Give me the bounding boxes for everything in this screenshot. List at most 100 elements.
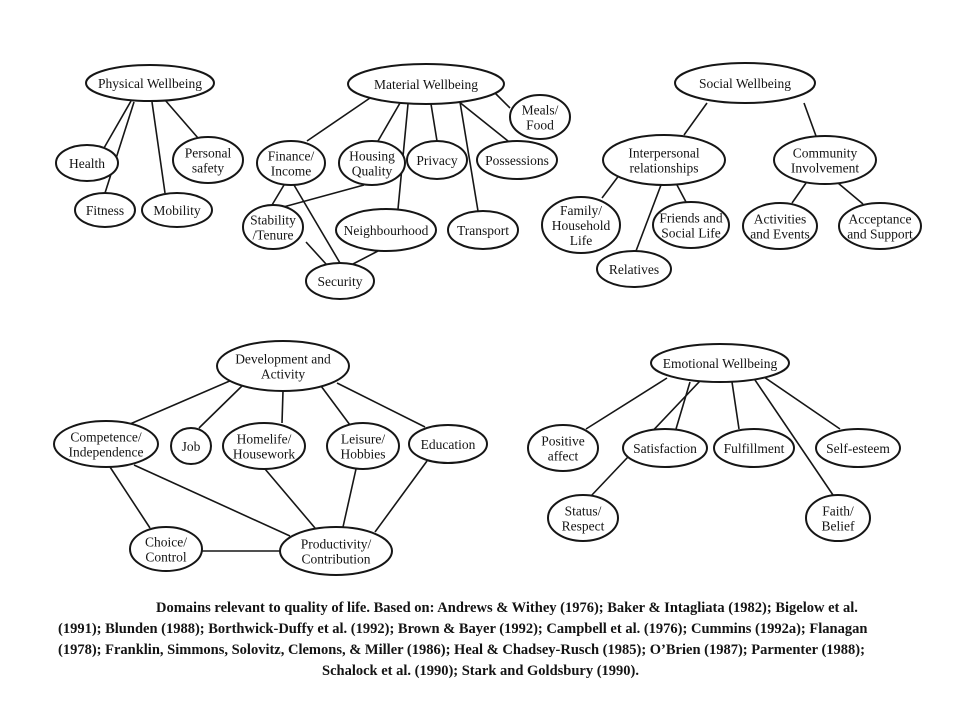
figure-caption: Domains relevant to quality of life. Bas… [58,598,948,682]
node-label: Hobbies [341,447,386,462]
node-material-possessions: Possessions [476,140,558,180]
node-social-title: Social Wellbeing [674,62,816,104]
node-ellipse [509,94,571,140]
node-label: Family/ [560,203,602,218]
node-label: Satisfaction [633,441,697,456]
connector-line [374,460,428,533]
node-ellipse [674,62,816,104]
node-label: Finance/ [268,149,315,164]
node-ellipse [335,208,437,252]
connector-line [271,184,285,206]
node-ellipse [216,340,350,392]
node-label: Education [421,437,476,452]
connector-line [754,379,834,496]
caption-line-4: Schalock et al. (1990); Stark and Goldsb… [322,663,640,679]
node-ellipse [541,196,621,254]
node-label: Job [182,439,201,454]
connector-line [676,184,687,203]
node-ellipse [55,144,119,182]
node-ellipse [622,428,708,468]
node-label: Productivity/ [301,537,372,552]
node-ellipse [326,422,400,470]
node-label: Fitness [86,203,124,218]
node-label: Income [271,164,311,179]
node-label: Community [793,146,858,161]
node-label: Household [552,218,611,233]
node-ellipse [815,428,901,468]
node-label: Emotional Wellbeing [663,356,778,371]
node-label: Neighbourhood [344,223,429,238]
node-development-productivity: Productivity/Contribution [279,526,393,576]
connector-line [377,102,401,142]
node-label: Privacy [416,153,457,168]
connector-line [109,466,151,529]
node-ellipse [141,192,213,228]
connector-line [133,464,291,537]
node-label: Personal [185,146,232,161]
connector-line [281,390,284,424]
node-label: Mobility [153,203,201,218]
node-development-job: Job [170,427,212,465]
node-label: Homelife/ [237,432,292,447]
node-label: Material Wellbeing [374,77,478,92]
node-development-leisure: Leisure/Hobbies [326,422,400,470]
node-emotional-fulfillment: Fulfillment [713,428,795,468]
node-physical-mobility: Mobility [141,192,213,228]
node-label: Activities [754,212,807,227]
node-label: relationships [630,161,699,176]
node-label: Involvement [791,161,859,176]
node-label: and Support [847,227,913,242]
node-label: and Events [750,227,810,242]
caption-line-2: (1991); Blunden (1988); Borthwick-Duffy … [58,621,868,637]
node-label: Choice/ [145,535,187,550]
connector-line [635,184,662,252]
node-label: Food [526,118,554,133]
node-ellipse [650,343,790,383]
node-ellipse [742,202,818,250]
node-ellipse [596,250,672,288]
node-ellipse [129,526,203,572]
node-label: Physical Wellbeing [98,76,202,91]
node-label: Interpersonal [628,146,699,161]
node-ellipse [222,422,306,470]
node-ellipse [170,427,212,465]
node-material-transport: Transport [447,210,519,250]
node-material-privacy: Privacy [406,140,468,180]
node-ellipse [256,140,326,186]
node-label: Acceptance [849,212,912,227]
connector-line [305,241,327,265]
node-ellipse [447,210,519,250]
connector-line [306,97,371,142]
connector-line [275,184,365,210]
node-label: Relatives [609,262,659,277]
connector-line [129,379,233,425]
node-ellipse [338,140,406,186]
connector-line [430,103,438,142]
connector-line [264,468,316,529]
node-material-security: Security [305,262,375,300]
node-emotional-status-respect: Status/Respect [547,494,619,542]
node-label: Control [145,550,187,565]
node-ellipse [172,136,244,184]
connector-line [164,99,199,139]
node-label: Friends and [659,211,723,226]
node-ellipse [279,526,393,576]
node-label: Stability [250,213,296,228]
node-label: Status/ [565,504,602,519]
node-ellipse [805,494,871,542]
connector-line [198,384,244,429]
connector-line [151,101,166,194]
node-label: Development and [235,352,331,367]
connector-line [352,250,379,265]
node-ellipse [347,63,505,105]
connector-line [336,382,426,428]
